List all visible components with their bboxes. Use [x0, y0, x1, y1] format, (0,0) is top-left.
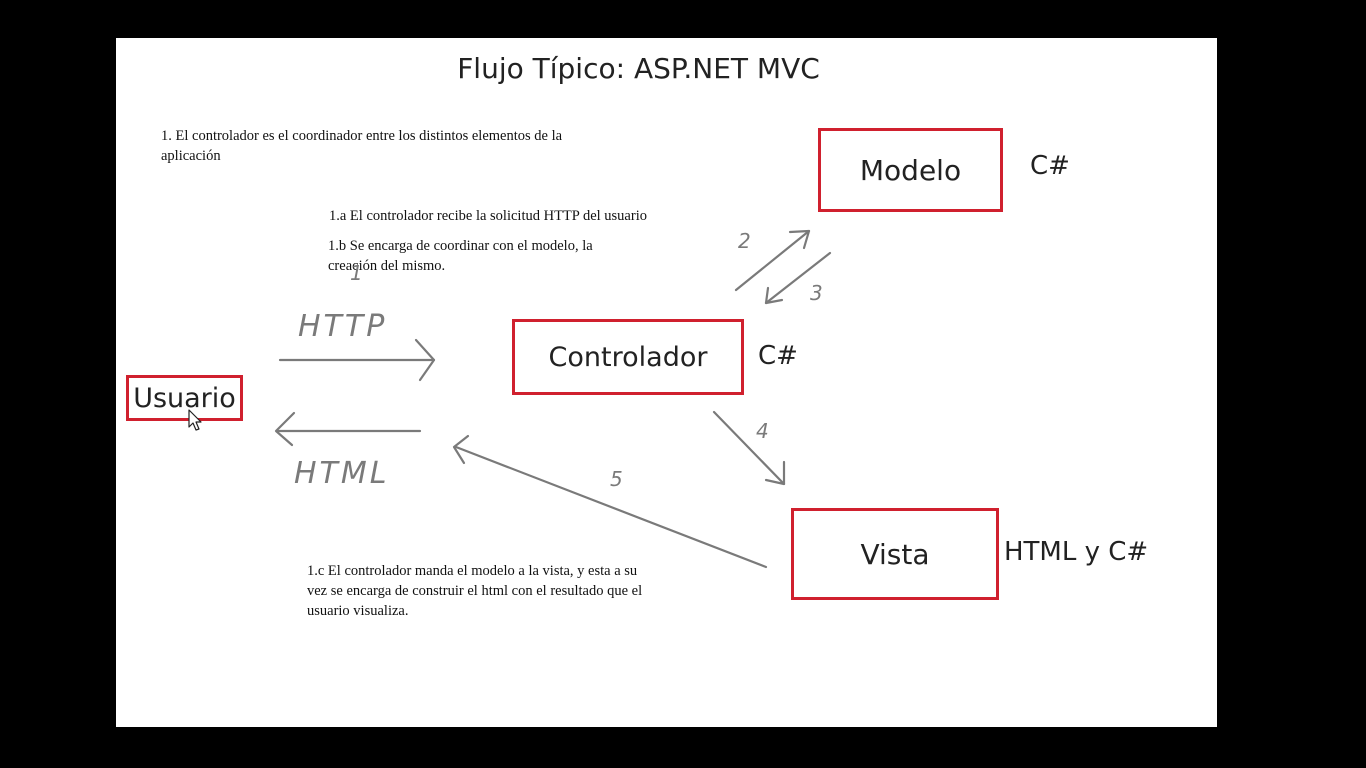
flow-arrows: 1 HTTP HTML 2 3 4 5	[274, 229, 832, 569]
http-step-number: 1	[350, 261, 363, 285]
http-arrowhead	[414, 338, 436, 382]
http-label: HTTP	[298, 309, 387, 344]
step3-arrow	[764, 251, 832, 305]
controlador-label: Controlador	[548, 341, 708, 373]
note-1a: 1.a El controlador recibe la solicitud H…	[329, 208, 647, 224]
vista-language: HTML y C#	[1004, 537, 1149, 567]
modelo-label: Modelo	[859, 153, 962, 187]
slide-title: Flujo Típico: ASP.NET MVC	[457, 52, 820, 85]
note-1: 1. El controlador es el coordinador entr…	[161, 128, 563, 164]
step5-arrowhead	[452, 434, 470, 465]
controlador-box: Controlador	[512, 319, 744, 395]
vista-box: Vista	[791, 508, 999, 600]
slide: Flujo Típico: ASP.NET MVC 1. El controla…	[116, 38, 1217, 727]
html-label: HTML	[294, 456, 389, 491]
mouse-cursor-icon	[188, 409, 202, 431]
step4-arrowhead	[764, 460, 786, 486]
vista-label: Vista	[860, 537, 930, 571]
step5-arrow	[454, 445, 768, 569]
note-1b: 1.b Se encarga de coordinar con el model…	[328, 238, 593, 274]
html-arrowhead	[274, 411, 296, 447]
controlador-language: C#	[758, 341, 798, 371]
note-1c: 1.c El controlador manda el modelo a la …	[307, 563, 643, 619]
step3-arrowhead	[764, 286, 784, 305]
step-5-label: 5	[610, 467, 623, 491]
step-3-label: 3	[810, 281, 823, 305]
usuario-box: Usuario	[126, 375, 243, 421]
step-4-label: 4	[756, 419, 769, 443]
modelo-box: Modelo	[818, 128, 1003, 212]
step2-arrowhead	[788, 229, 811, 250]
step2-arrow	[734, 229, 811, 292]
step-2-label: 2	[738, 229, 751, 253]
step4-arrow	[712, 410, 786, 486]
modelo-language: C#	[1030, 151, 1070, 181]
usuario-label: Usuario	[133, 382, 236, 414]
